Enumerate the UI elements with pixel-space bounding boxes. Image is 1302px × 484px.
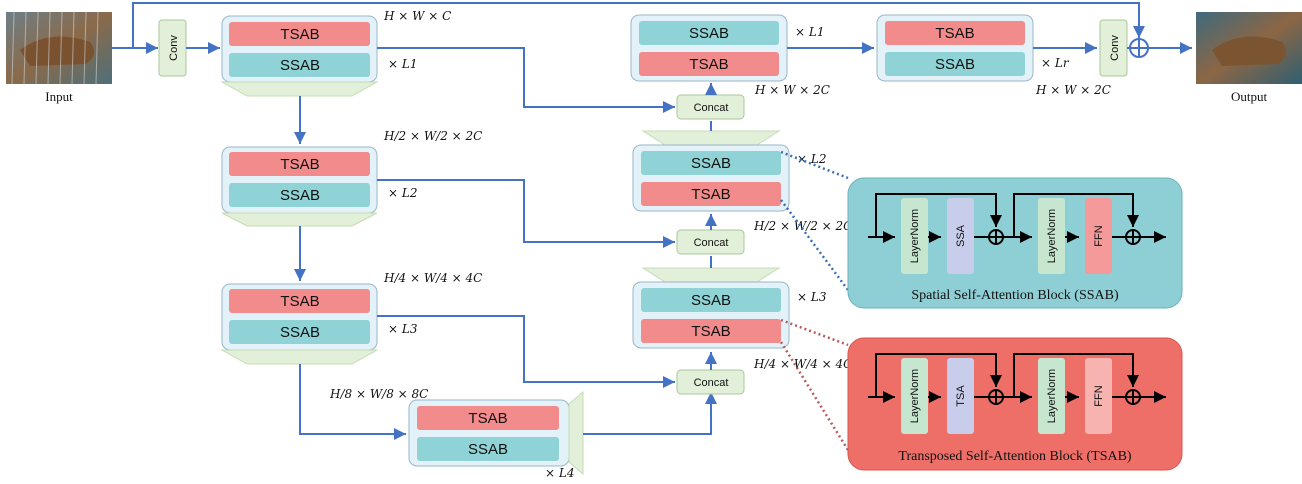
skip-connection-3 <box>377 315 675 388</box>
dec3-dim-label: H/4 × W/4 × 4C <box>753 357 852 371</box>
refine-tsab-label: TSAB <box>935 25 974 42</box>
dec1-repeat-label: × L1 <box>795 25 824 39</box>
ssab-callout-top <box>780 150 849 180</box>
tsab-layernorm1-label: LayerNorm <box>909 369 921 423</box>
dec3-ssab-label: SSAB <box>691 292 731 309</box>
dec3-repeat-label: × L3 <box>797 290 827 304</box>
dec2-dim-label: H/2 × W/2 × 2C <box>753 219 852 233</box>
conv-input-label: Conv <box>168 35 180 61</box>
global-add-icon <box>1129 38 1149 58</box>
tsab-ffn-label: FFN <box>1093 385 1105 406</box>
output-label: Output <box>1231 89 1268 104</box>
refine-dim-label: H × W × 2C <box>1035 83 1111 97</box>
latent-ssab-label: SSAB <box>468 441 508 458</box>
tsab-block <box>229 22 370 46</box>
decoder-level-3 <box>632 267 790 349</box>
refine-ssab-label: SSAB <box>935 56 975 73</box>
refinement-stage <box>876 14 1034 82</box>
input-label: Input <box>45 89 73 104</box>
enc3-tsab-label: TSAB <box>280 293 319 310</box>
tsab-callout-top <box>780 318 849 347</box>
tsab-detail-panel <box>847 337 1183 471</box>
ssab-detail-panel <box>847 177 1183 309</box>
ssab-callout-bottom <box>779 199 850 291</box>
enc3-repeat-label: × L3 <box>388 322 418 336</box>
ssab-ssa-label: SSA <box>955 224 967 247</box>
enc2-tsab-label: TSAB <box>280 156 319 173</box>
enc1-tsab-label: TSAB <box>280 26 319 43</box>
latent-dim-label: H/8 × W/8 × 8C <box>329 387 428 401</box>
concat-3-label: Concat <box>694 377 729 389</box>
concat-2-label: Concat <box>694 237 729 249</box>
latent-to-concat3-arrow <box>583 392 717 435</box>
dec1-ssab-label: SSAB <box>689 25 729 42</box>
ssab-caption: Spatial Self-Attention Block (SSAB) <box>911 288 1119 303</box>
tsab-callout-bottom <box>779 341 850 451</box>
latent-level-4 <box>408 390 584 476</box>
tsab-tsa-label: TSA <box>955 385 967 407</box>
ssab-layernorm2-label: LayerNorm <box>1046 209 1058 263</box>
enc1-dim-label: H × W × C <box>383 9 451 23</box>
enc3-dim-label: H/4 × W/4 × 4C <box>383 271 482 285</box>
enc2-repeat-label: × L2 <box>388 186 417 200</box>
dec2-tsab-label: TSAB <box>691 186 730 203</box>
ssa-box <box>947 198 974 274</box>
layernorm-box <box>901 198 928 274</box>
enc2-ssab-label: SSAB <box>280 187 320 204</box>
ssab-block <box>229 53 370 77</box>
enc3-ssab-label: SSAB <box>280 324 320 341</box>
decoder-level-1 <box>630 14 788 82</box>
enc1-repeat-label: × L1 <box>388 57 417 71</box>
global-skip-connection <box>132 2 1145 48</box>
tsa-box <box>947 358 974 434</box>
decoder-level-2 <box>632 130 790 212</box>
dec3-tsab-label: TSAB <box>691 323 730 340</box>
ssab-ffn-label: FFN <box>1093 225 1105 246</box>
latent-repeat-label: × L4 <box>545 466 574 480</box>
concat-1-label: Concat <box>694 102 729 114</box>
input-image <box>6 11 112 85</box>
ffn-box <box>1085 198 1112 274</box>
dec2-repeat-label: × L2 <box>797 152 826 166</box>
dec1-tsab-label: TSAB <box>689 56 728 73</box>
dec2-ssab-label: SSAB <box>691 155 731 172</box>
enc1-ssab-label: SSAB <box>280 57 320 74</box>
latent-tsab-label: TSAB <box>468 410 507 427</box>
skip-connection-2 <box>377 179 675 248</box>
skip-connection-1 <box>377 47 675 113</box>
refine-repeat-label: × Lr <box>1041 56 1070 70</box>
tsab-layernorm2-label: LayerNorm <box>1046 369 1058 423</box>
dec1-dim-label: H × W × 2C <box>754 83 830 97</box>
output-image <box>1196 12 1302 84</box>
encoder-level-1 <box>220 15 379 97</box>
conv-output-label: Conv <box>1109 35 1121 61</box>
encoder-level-2 <box>221 146 378 227</box>
tsab-caption: Transposed Self-Attention Block (TSAB) <box>898 449 1132 464</box>
down-arrow-3 <box>299 364 406 440</box>
encoder-level-3 <box>220 283 379 365</box>
ssab-layernorm1-label: LayerNorm <box>909 209 921 263</box>
enc2-dim-label: H/2 × W/2 × 2C <box>383 129 482 143</box>
